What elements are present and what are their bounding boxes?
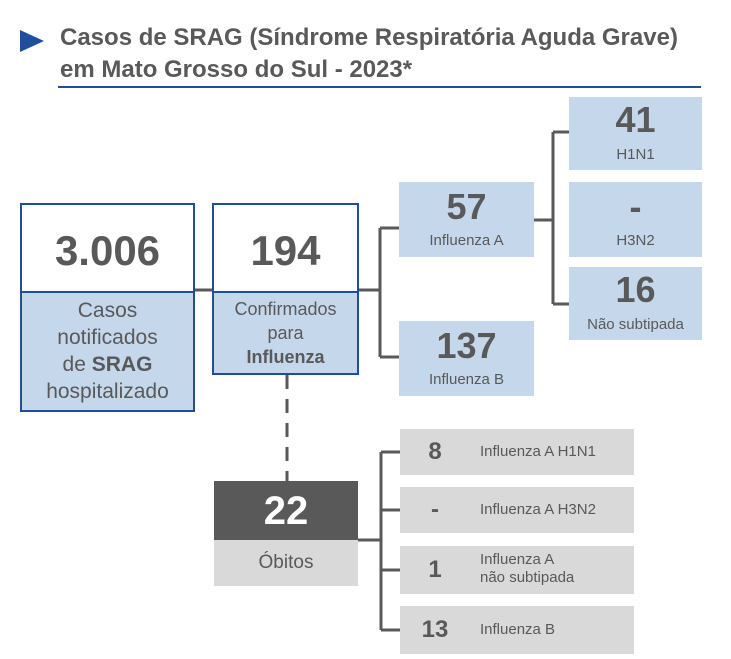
page-title: Casos de SRAG (Síndrome Respiratória Agu… [60, 24, 678, 83]
deaths-label: Óbitos [258, 552, 314, 573]
title-arrow-icon [20, 30, 44, 52]
title-underline [58, 86, 701, 88]
confirmed-number: 194 [250, 227, 321, 274]
notified-label: Casos notificados de SRAG hospitalizado [46, 299, 169, 403]
subtype-h3n2-label: H3N2 [616, 232, 655, 249]
death-item-label: Influenza A H1N1 [480, 443, 596, 460]
death-item-label: Influenza A não subtipada [480, 551, 575, 586]
subtype-h3n2-box: - H3N2 [569, 182, 702, 257]
deaths-box-bottom: Óbitos [214, 540, 358, 586]
subtype-unsub-label: Não subtipada [587, 316, 684, 333]
subtype-unsub-number: 16 [615, 269, 656, 310]
subtype-h3n2-number: - [629, 186, 642, 227]
notified-box: 3.006 Casos notificados de SRAG hospital… [20, 203, 195, 412]
death-item-h1n1: 8 Influenza A H1N1 [400, 429, 634, 475]
confirmed-box: 194 Confirmados para Influenza [212, 203, 359, 375]
death-item-label: Influenza A H3N2 [480, 501, 596, 518]
death-item-number: 8 [428, 438, 442, 465]
subtype-h1n1-box: 41 H1N1 [569, 97, 702, 170]
deaths-number: 22 [263, 489, 309, 533]
notified-number: 3.006 [54, 227, 161, 274]
death-item-number: 1 [428, 556, 442, 583]
confirmed-label: Confirmados para Influenza [234, 299, 337, 367]
subtype-unsub-box: 16 Não subtipada [569, 267, 702, 340]
death-item-label: Influenza B [480, 621, 556, 638]
deaths-box-top: 22 [214, 481, 358, 540]
influenza-a-number: 57 [446, 186, 487, 227]
influenza-a-box: 57 Influenza A [399, 182, 534, 257]
influenza-b-label: Influenza B [428, 371, 505, 388]
subtype-h1n1-number: 41 [615, 99, 656, 140]
death-item-h3n2: - Influenza A H3N2 [400, 487, 634, 533]
influenza-b-number: 137 [436, 325, 497, 366]
death-item-unsub: 1 Influenza A não subtipada [400, 546, 634, 594]
influenza-a-label: Influenza A [429, 232, 504, 249]
death-item-number: 13 [421, 616, 449, 643]
death-item-influenza-b: 13 Influenza B [400, 606, 634, 654]
influenza-b-box: 137 Influenza B [399, 321, 534, 396]
death-item-number: - [431, 496, 439, 523]
subtype-h1n1-label: H1N1 [616, 146, 655, 163]
